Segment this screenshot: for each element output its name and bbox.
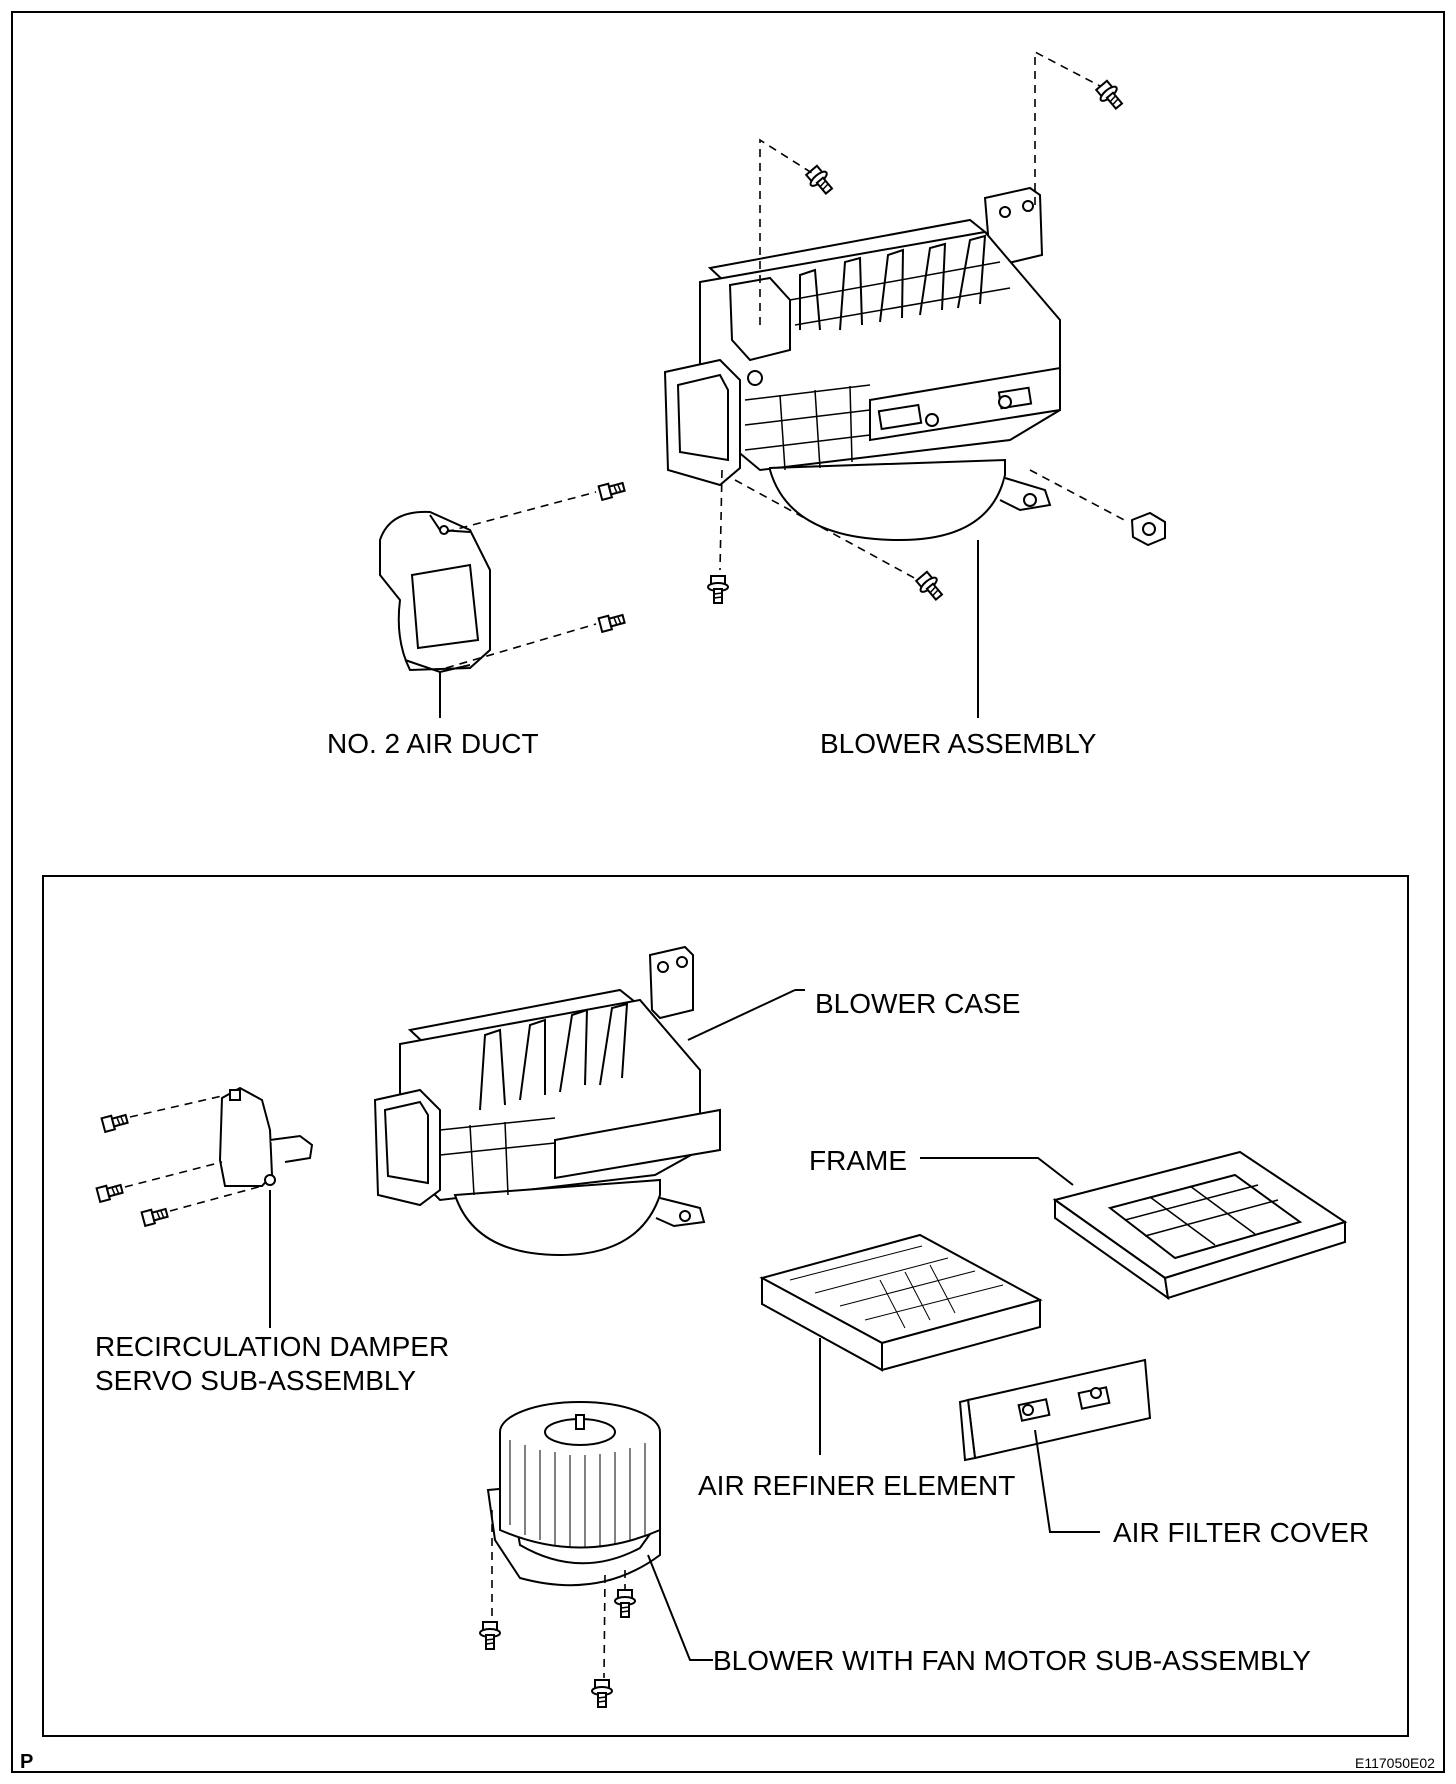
label-blower-with-fan-motor: BLOWER WITH FAN MOTOR SUB-ASSEMBLY <box>713 1645 1311 1676</box>
bolt-icons-servo <box>95 1111 170 1227</box>
inset-frame <box>42 875 1409 1737</box>
label-air-refiner-element: AIR REFINER ELEMENT <box>698 1470 1015 1501</box>
air-filter-cover-drawing <box>958 1358 1152 1462</box>
corner-mark: P <box>20 1751 33 1773</box>
blower-case-drawing <box>373 945 721 1257</box>
label-frame: FRAME <box>809 1145 907 1176</box>
frame-drawing <box>1052 1150 1348 1301</box>
outer-frame <box>11 11 1445 1773</box>
figure-code: E117050E02 <box>1355 1755 1435 1771</box>
leader-lines-lower <box>269 989 1100 1661</box>
dashed-guides-servo <box>124 1095 263 1212</box>
label-blower-assembly: BLOWER ASSEMBLY <box>820 728 1097 759</box>
label-air-filter-cover: AIR FILTER COVER <box>1113 1517 1369 1548</box>
label-blower-case: BLOWER CASE <box>815 988 1020 1019</box>
label-no2-air-duct: NO. 2 AIR DUCT <box>327 728 539 759</box>
label-servo-sub-assembly: SERVO SUB-ASSEMBLY <box>95 1365 416 1396</box>
blower-fan-motor-drawing <box>486 1401 661 1587</box>
dashed-guides-upper <box>445 50 1129 669</box>
nut-icon <box>1130 511 1166 547</box>
blower-assembly-drawing <box>663 186 1061 542</box>
leader-lines-upper <box>439 540 979 718</box>
label-recirculation-damper: RECIRCULATION DAMPER <box>95 1331 449 1362</box>
recirculation-servo-drawing <box>218 1086 314 1187</box>
dashed-guides-fan-motor <box>491 1510 626 1679</box>
air-refiner-element-drawing <box>759 1233 1043 1372</box>
air-duct-drawing <box>379 510 491 674</box>
bolt-icons-fan-motor <box>479 1589 636 1708</box>
